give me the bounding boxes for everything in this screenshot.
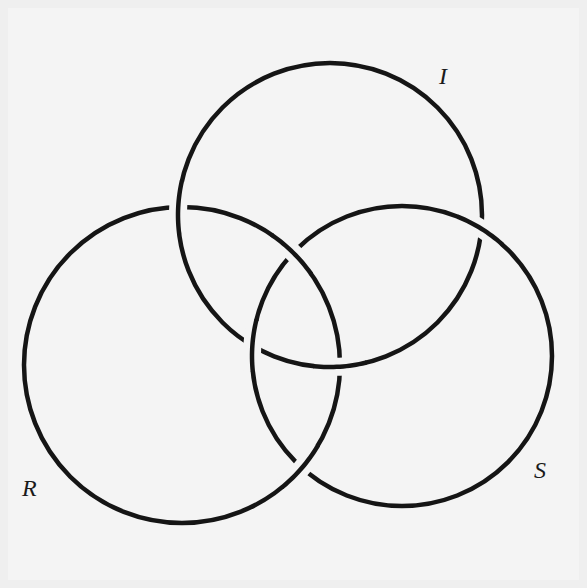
ring-label: I (437, 62, 449, 90)
crossing (273, 236, 311, 274)
crossing (459, 217, 502, 244)
paper (8, 8, 579, 580)
ring-over-strand (178, 181, 182, 232)
crossing-gap (314, 363, 365, 367)
crossing-gap (252, 321, 256, 372)
ring-label: S (532, 456, 548, 484)
ring-over-strand (459, 217, 502, 244)
ring-group (24, 63, 552, 523)
ring (24, 207, 340, 523)
ring (178, 63, 482, 367)
ring-over-strand (283, 446, 318, 487)
crossing (314, 363, 365, 367)
crossing-gap (178, 181, 182, 232)
crossing-gap (273, 236, 311, 274)
ring-over-strand (273, 236, 311, 274)
crossing (283, 446, 318, 487)
crossing (252, 321, 256, 372)
ring (252, 206, 552, 506)
crossing-gap (459, 217, 502, 244)
ring-over-strand (252, 321, 256, 372)
crossing-gap (283, 446, 318, 487)
crossing (178, 181, 182, 232)
ring-over-strand (314, 363, 365, 367)
ring-label: R (20, 474, 39, 502)
